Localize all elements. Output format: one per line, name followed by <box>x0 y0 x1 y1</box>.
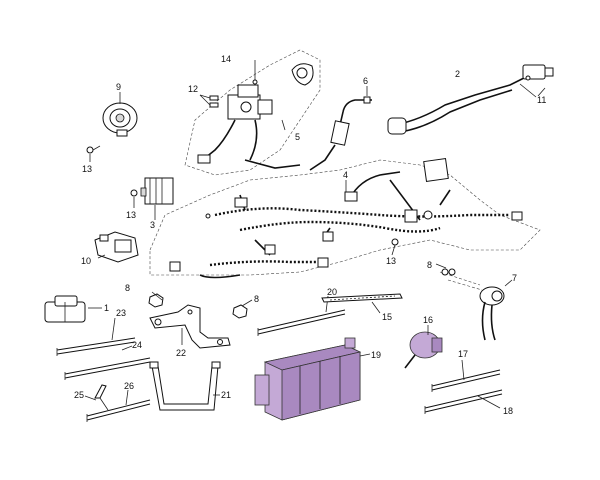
bolt-13c <box>391 238 399 246</box>
strip-15-part <box>321 293 403 303</box>
rod-20-part <box>257 309 346 336</box>
callout-9: 9 <box>116 82 121 92</box>
callout-12: 12 <box>188 84 198 94</box>
callout-26: 26 <box>124 381 134 391</box>
bracket-22-part <box>149 304 231 349</box>
nut-8d <box>441 268 456 276</box>
fuel-sensor-part <box>309 96 372 171</box>
rod-17-part <box>431 369 501 392</box>
callout-24: 24 <box>132 340 142 350</box>
callout-13a: 13 <box>82 164 92 174</box>
callout-20: 20 <box>327 287 337 297</box>
spark-plug-wire-part <box>387 64 554 135</box>
callout-8a: 8 <box>125 283 130 293</box>
callout-8c: 8 <box>427 260 432 270</box>
callout-10: 10 <box>81 256 91 266</box>
horn-part <box>102 102 138 137</box>
callout-11: 11 <box>537 95 546 105</box>
rod-23-part <box>56 337 136 356</box>
callout-15: 15 <box>382 312 392 322</box>
callout-3: 3 <box>150 220 155 230</box>
bracket-10-part <box>94 231 139 263</box>
rod-18-part <box>424 389 503 414</box>
pin-25-part <box>94 384 109 411</box>
callout-4: 4 <box>343 170 348 180</box>
callout-17: 17 <box>458 349 468 359</box>
component-1-part <box>44 295 86 323</box>
callout-6: 6 <box>363 76 368 86</box>
callout-5: 5 <box>295 132 300 142</box>
relay-part <box>140 177 174 205</box>
ignition-switch-part <box>197 84 273 164</box>
nut-8b <box>232 304 248 319</box>
callout-18: 18 <box>503 406 513 416</box>
callout-21: 21 <box>221 390 231 400</box>
nut-8a <box>148 293 164 308</box>
wiring-harness-group-outline <box>149 159 541 276</box>
battery-19-part <box>254 337 362 421</box>
callout-16: 16 <box>423 315 433 325</box>
callout-8b: 8 <box>254 294 259 304</box>
part8-7-dashed-link-2 <box>447 279 483 291</box>
callout-7: 7 <box>512 273 517 283</box>
component-16-part <box>404 331 443 369</box>
callout-25: 25 <box>74 390 84 400</box>
bolt-13a <box>86 145 101 154</box>
callout-19: 19 <box>371 350 381 360</box>
rod-24-part <box>64 357 151 380</box>
ignition-group-outline <box>184 49 321 176</box>
ignition-cover-part <box>291 63 314 86</box>
callout-1: 1 <box>104 303 109 313</box>
callout-23: 23 <box>116 308 126 318</box>
callout-13b: 13 <box>126 210 136 220</box>
bolt-13b <box>130 189 138 197</box>
frame-21-part <box>149 361 221 411</box>
sensor-7-part <box>479 286 505 341</box>
callout-2: 2 <box>455 69 460 79</box>
main-wiring-harness-part <box>169 158 523 279</box>
rod-26-part <box>86 399 151 422</box>
callout-22: 22 <box>176 348 186 358</box>
callout-14: 14 <box>221 54 231 64</box>
callout-13c: 13 <box>386 256 396 266</box>
